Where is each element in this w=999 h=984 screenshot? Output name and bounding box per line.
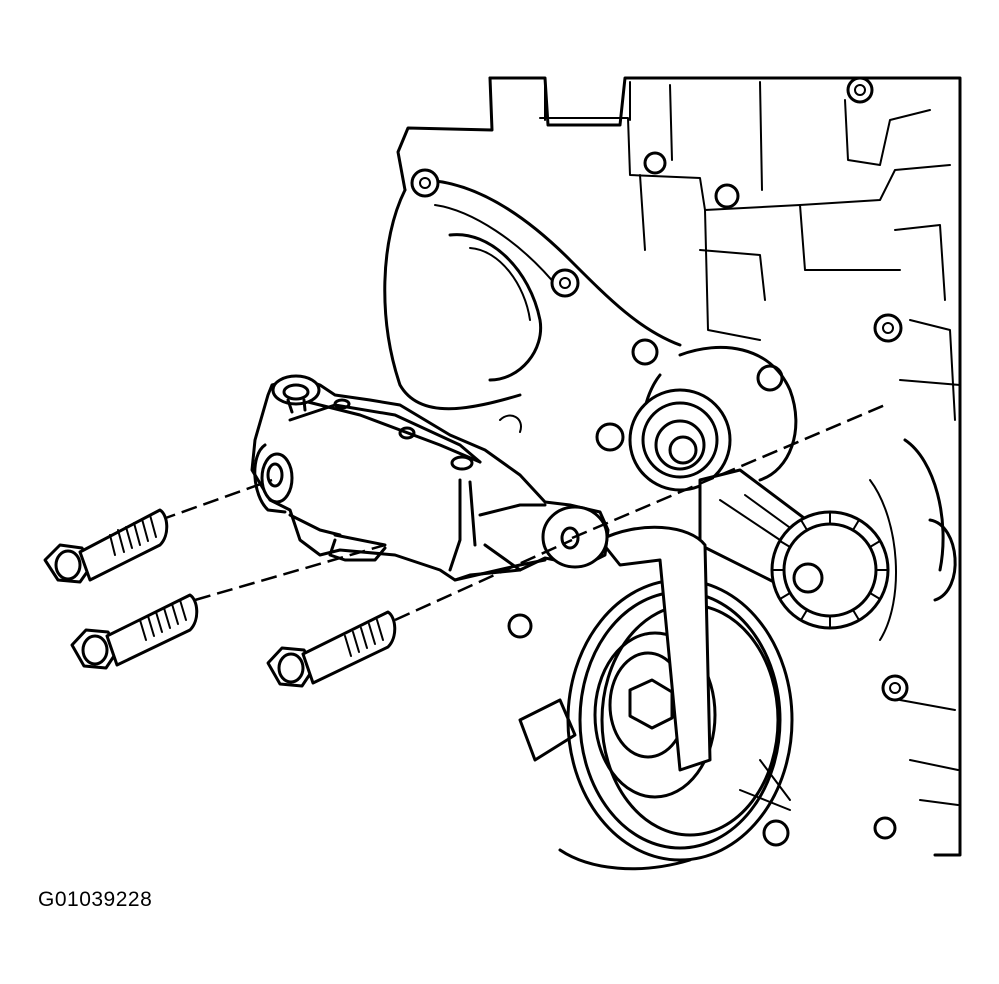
block-bolt	[643, 151, 667, 175]
belt-tensioner	[628, 345, 890, 630]
block-bolt	[873, 816, 897, 840]
block-bolt	[762, 819, 790, 847]
bolt	[70, 593, 199, 670]
bolt	[43, 508, 169, 584]
block-bolt	[873, 313, 903, 343]
block-bolt	[846, 76, 874, 104]
alignment-lines	[159, 403, 886, 622]
block-bolt	[881, 674, 909, 702]
block-bolt	[595, 422, 625, 452]
tensioner-pulley-teeth	[771, 511, 889, 629]
bolt	[266, 610, 397, 688]
block-bolt	[714, 183, 740, 209]
block-bolt	[410, 168, 440, 198]
crankshaft-pulley	[518, 525, 794, 871]
block-bolt	[550, 268, 580, 298]
engine-block	[383, 76, 962, 857]
block-bolt	[507, 613, 533, 639]
figure-caption: G01039228	[38, 888, 153, 911]
